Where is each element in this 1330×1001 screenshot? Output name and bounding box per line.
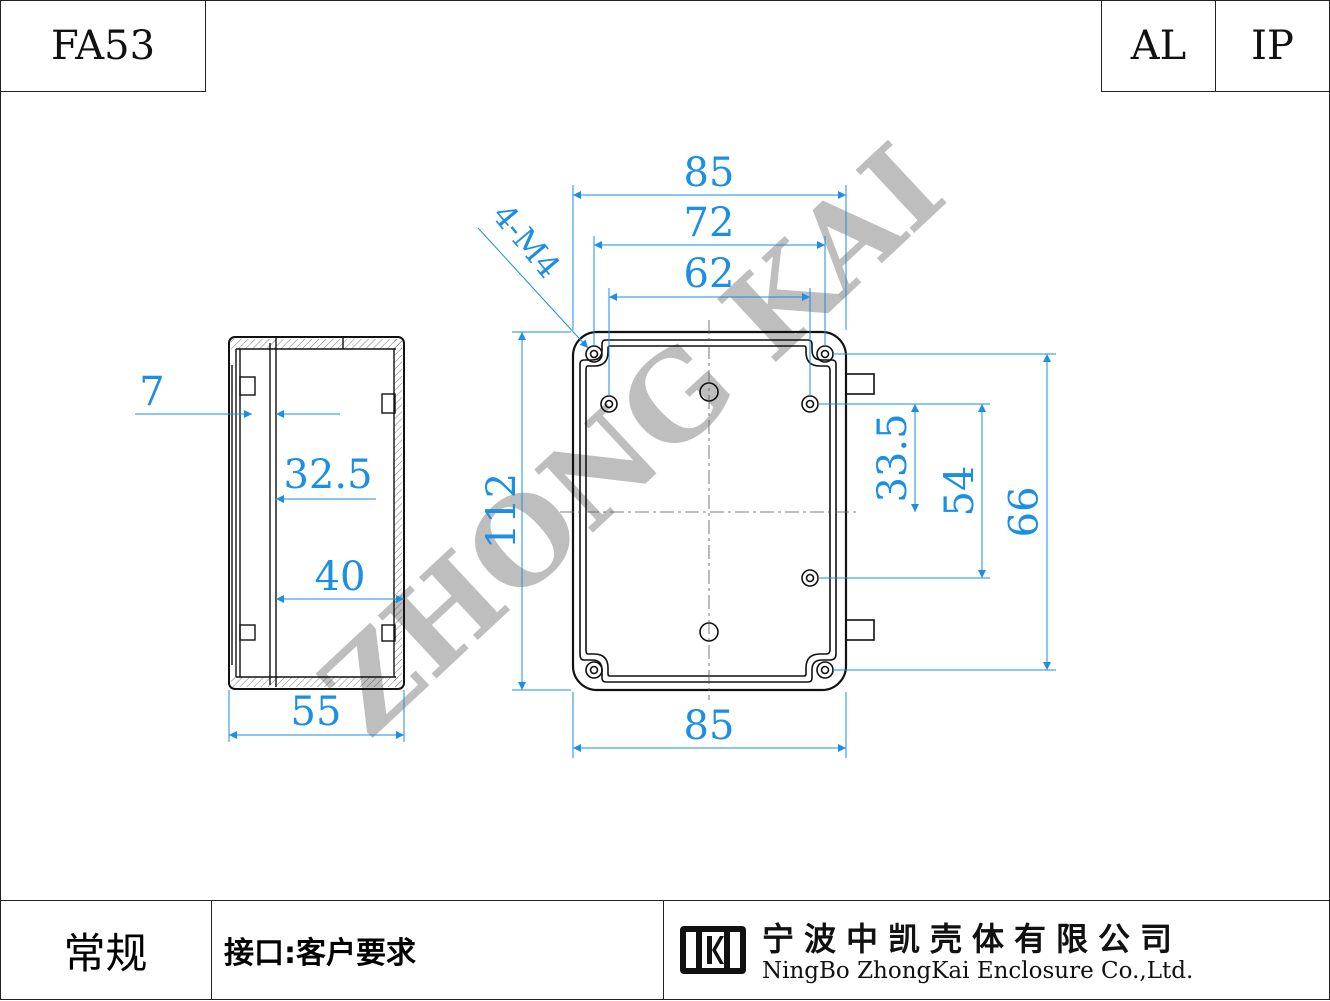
zhongkai-logo-icon <box>680 926 746 974</box>
dim-72: 72 <box>684 200 735 246</box>
dim-85-bottom: 85 <box>684 703 735 749</box>
hole-spec: 4-M4 <box>485 196 568 285</box>
dim-55: 55 <box>291 689 342 735</box>
top-dimensions <box>477 185 1056 758</box>
dim-54: 54 <box>937 466 983 517</box>
interface-note: 接口:客户要求 <box>212 900 664 1000</box>
dim-33-5: 33.5 <box>870 413 916 502</box>
side-view <box>228 336 405 690</box>
dim-112: 112 <box>479 473 525 549</box>
side-dimensions <box>135 410 405 742</box>
company-block <box>664 900 1330 1000</box>
model-number: FA53 <box>0 0 206 92</box>
dim-7: 7 <box>139 369 164 415</box>
top-view <box>571 330 875 692</box>
company-name-en: NingBo ZhongKai Enclosure Co.,Ltd. <box>762 958 1194 984</box>
protection-label: IP <box>1215 0 1330 92</box>
title-block <box>0 900 1330 1001</box>
dim-40: 40 <box>315 554 366 600</box>
type-label: 常规 <box>0 900 212 1000</box>
dim-32-5: 32.5 <box>283 452 372 498</box>
center-lines <box>560 320 860 700</box>
technical-drawing: ZHONG KAI 55 40 32.5 7 <box>135 118 1056 761</box>
company-name-cn: 宁波中凯壳体有限公司 <box>762 920 1183 958</box>
dim-99: 99 <box>998 487 1044 538</box>
dim-62: 62 <box>684 251 735 297</box>
dim-85-top: 85 <box>684 150 735 196</box>
